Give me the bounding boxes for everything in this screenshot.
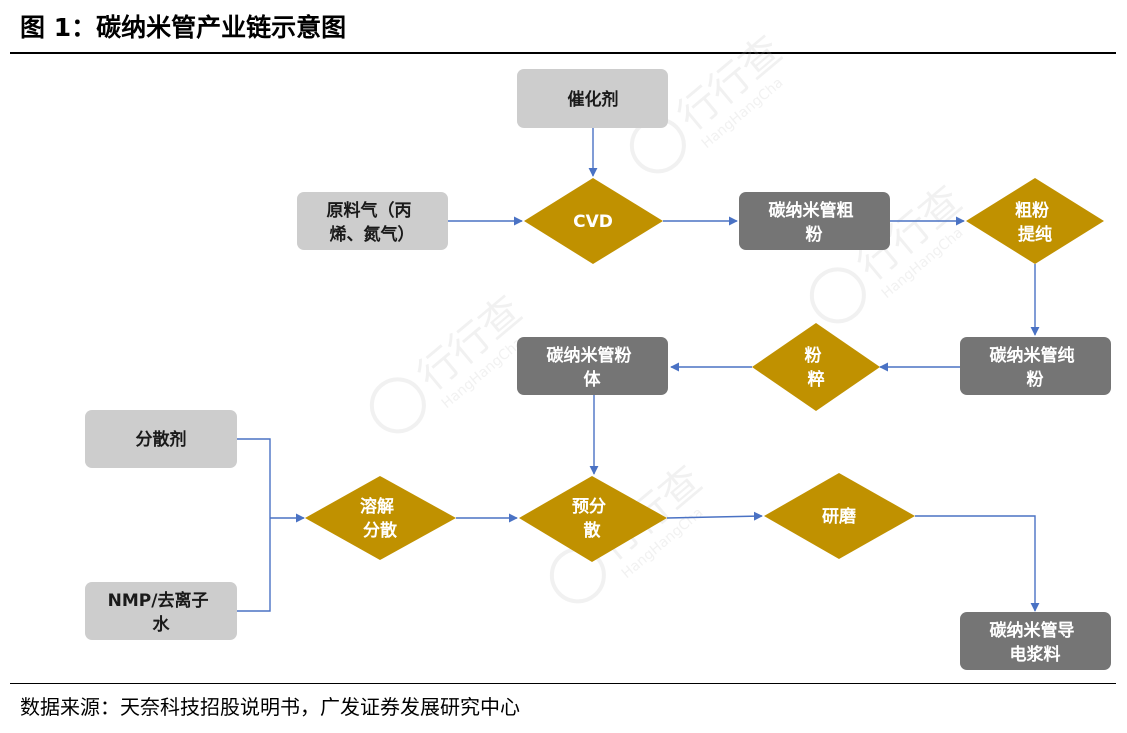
node-solvent (85, 582, 237, 640)
arrow-predisperse-to-grind (666, 511, 763, 521)
svg-text:粗粉 提纯: 粗粉 提纯 (1015, 200, 1055, 245)
source-note: 数据来源：天奈科技招股说明书，广发证券发展研究中心 (20, 695, 520, 719)
node-cvd (524, 178, 663, 264)
svg-text:溶解 分散: 溶解 分散 (360, 496, 400, 541)
catalyst-label: 催化剂 (568, 89, 619, 110)
raw-powder-label-line1: 碳纳米管粗 (769, 200, 854, 221)
node-pure-powder (960, 337, 1111, 395)
bottom-rule (10, 683, 1116, 684)
svg-text:碳纳米管导 电浆料: 碳纳米管导 电浆料 (990, 620, 1081, 665)
feed-gas-label-line1: 原料气（丙 (327, 200, 412, 221)
dissolve-label-line1: 溶解 (360, 496, 394, 517)
pure-powder-label-line1: 碳纳米管纯 (990, 345, 1075, 366)
crush-label-line1: 粉 (805, 345, 822, 366)
node-crush (752, 323, 880, 411)
arrow-grind-to-slurry (915, 515, 1040, 612)
crush-label-line2: 粹 (808, 369, 825, 390)
figure-title: 图 1：碳纳米管产业链示意图 (20, 13, 347, 42)
node-predisperse (519, 476, 667, 562)
dissolve-label-line2: 分散 (363, 520, 398, 541)
svg-text:NMP/去离子 水: NMP/去离子 水 (108, 590, 215, 635)
node-grind (764, 473, 915, 559)
node-catalyst (517, 69, 668, 128)
node-powder-body (517, 337, 668, 395)
node-purify (966, 178, 1104, 264)
node-dissolve (305, 476, 456, 560)
slurry-label-line2: 电浆料 (1010, 644, 1061, 665)
svg-text:研磨: 研磨 (822, 506, 857, 527)
top-rule (10, 52, 1116, 54)
solvent-label-line2: 水 (153, 614, 171, 635)
watermark-3: 行行查 HangHangCha (369, 287, 531, 434)
svg-text:碳纳米管粗 粉: 碳纳米管粗 粉 (769, 200, 860, 245)
svg-text:碳纳米管纯 粉: 碳纳米管纯 粉 (990, 345, 1081, 390)
svg-text:催化剂: 催化剂 (568, 89, 619, 110)
purify-label-line1: 粗粉 (1015, 200, 1049, 221)
cvd-label: CVD (573, 212, 613, 232)
grind-label: 研磨 (822, 506, 857, 527)
node-dispersant (85, 410, 237, 468)
svg-text:分散剂: 分散剂 (136, 429, 187, 450)
powder-body-label-line1: 碳纳米管粉 (547, 345, 632, 366)
node-raw-powder (739, 192, 890, 250)
purify-label-line2: 提纯 (1018, 224, 1052, 245)
node-feed-gas (297, 192, 448, 250)
node-slurry (960, 612, 1111, 670)
dispersant-label: 分散剂 (136, 429, 187, 450)
svg-text:CVD: CVD (573, 212, 613, 232)
predisperse-label-line2: 散 (584, 520, 602, 541)
raw-powder-label-line2: 粉 (806, 224, 823, 245)
line-dispersant (237, 438, 271, 612)
predisperse-label-line1: 预分 (572, 497, 606, 517)
pure-powder-label-line2: 粉 (1027, 369, 1044, 390)
svg-text:碳纳米管粉 体: 碳纳米管粉 体 (547, 345, 638, 390)
slurry-label-line1: 碳纳米管导 (990, 620, 1075, 641)
svg-text:预分 散: 预分 散 (572, 497, 612, 541)
svg-text:粉 粹: 粉 粹 (805, 345, 828, 390)
svg-text:原料气（丙 烯、氮气）: 原料气（丙 烯、氮气） (327, 200, 418, 245)
connectors (237, 128, 1040, 612)
feed-gas-label-line2: 烯、氮气） (330, 224, 415, 245)
solvent-label-line1: NMP/去离子 (108, 590, 209, 611)
powder-body-label-line2: 体 (584, 369, 602, 390)
